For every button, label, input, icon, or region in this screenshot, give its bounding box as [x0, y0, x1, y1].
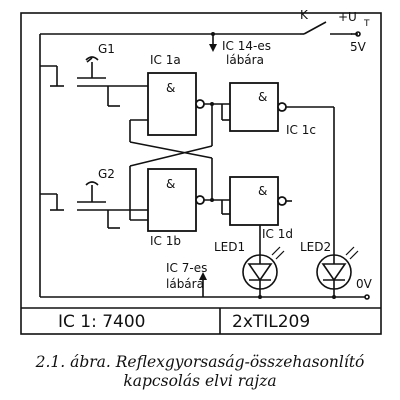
label-g2: G2 — [98, 167, 115, 181]
label-led2: LED2 — [300, 240, 331, 254]
caption-line1: 2.1. ábra. Reflexgyorsaság-összehasonlít… — [35, 353, 365, 371]
gate-ic1c — [229, 82, 279, 132]
and-symbol-ic1d: & — [258, 184, 267, 198]
gate-ic1d-bubble — [277, 196, 287, 206]
switch-k — [300, 21, 361, 37]
label-ic1d: IC 1d — [262, 227, 293, 241]
gate-ic1a-bubble — [195, 99, 205, 109]
caption-line2: kapcsolás elvi rajza — [123, 372, 277, 390]
gate-ic1a — [147, 72, 197, 136]
pushbutton-g2 — [40, 181, 120, 229]
and-symbol-ic1c: & — [258, 90, 267, 104]
pin14-arrow-icon — [209, 32, 217, 52]
label-ic1c: IC 1c — [286, 123, 316, 137]
ground-terminal — [364, 294, 370, 300]
output-wires — [259, 106, 335, 256]
label-supply-sub: T — [363, 19, 370, 29]
label-ground: 0V — [356, 277, 373, 291]
led1-icon — [242, 246, 285, 297]
label-supply-voltage: 5V — [350, 40, 367, 54]
label-led-type: 2xTIL209 — [232, 312, 310, 332]
label-pin7-line2: lábára — [166, 277, 204, 291]
label-g1: G1 — [98, 42, 115, 56]
label-ic1a: IC 1a — [150, 53, 181, 67]
gate-ic1b — [147, 168, 197, 232]
pin7-arrow-icon — [199, 272, 207, 297]
label-pin14-line2: lábára — [226, 53, 264, 67]
label-supply: +U — [338, 10, 357, 24]
frame — [20, 12, 382, 335]
pushbutton-g1 — [40, 56, 120, 107]
label-switch-k: K — [300, 8, 309, 22]
gate-ic1b-bubble — [195, 195, 205, 205]
label-pin7-line1: IC 7-es — [166, 261, 207, 275]
label-ic-type: IC 1: 7400 — [58, 312, 146, 332]
label-ic1b: IC 1b — [150, 234, 181, 248]
label-led1: LED1 — [214, 240, 245, 254]
label-pin14-line1: IC 14-es — [222, 39, 271, 53]
and-symbol-ic1b: & — [166, 177, 175, 191]
gate-ic1d — [229, 176, 279, 226]
and-symbol-ic1a: & — [166, 81, 175, 95]
cross-coupling-wires — [129, 102, 230, 221]
led2-icon — [316, 246, 359, 297]
gate-ic1c-bubble — [277, 102, 287, 112]
